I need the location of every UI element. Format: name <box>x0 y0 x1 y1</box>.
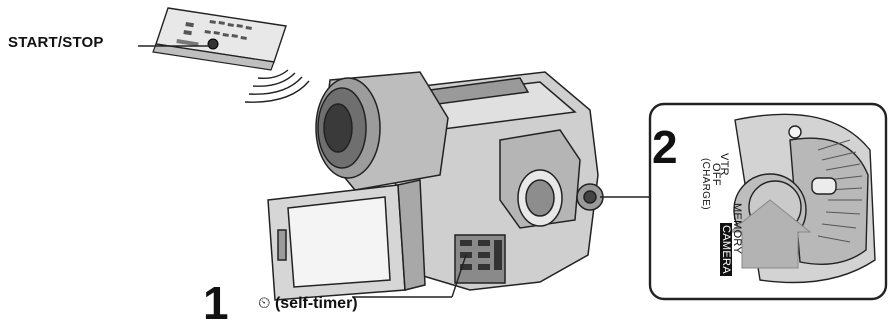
switch-position-camera: CAMERA <box>720 223 732 276</box>
switch-position-charge: (CHARGE) <box>700 158 711 210</box>
self-timer-text: (self-timer) <box>275 295 358 312</box>
step-1-number: 1 <box>203 280 229 326</box>
self-timer-label: ⏲ (self-timer) <box>258 293 358 313</box>
manual-illustration: START/STOP 1 ⏲ (self-timer) 2 VTR OFF (C… <box>0 0 890 320</box>
switch-position-memory: MEMORY <box>731 203 743 254</box>
switch-position-off: OFF <box>710 163 722 186</box>
start-stop-label: START/STOP <box>8 34 104 51</box>
illustration-canvas <box>0 0 890 320</box>
camcorder-illustration <box>268 72 603 300</box>
step-2-number: 2 <box>652 124 678 170</box>
self-timer-icon: ⏲ <box>258 293 270 312</box>
infrared-signal-icon <box>245 70 309 102</box>
remote-commander-icon <box>153 8 286 70</box>
